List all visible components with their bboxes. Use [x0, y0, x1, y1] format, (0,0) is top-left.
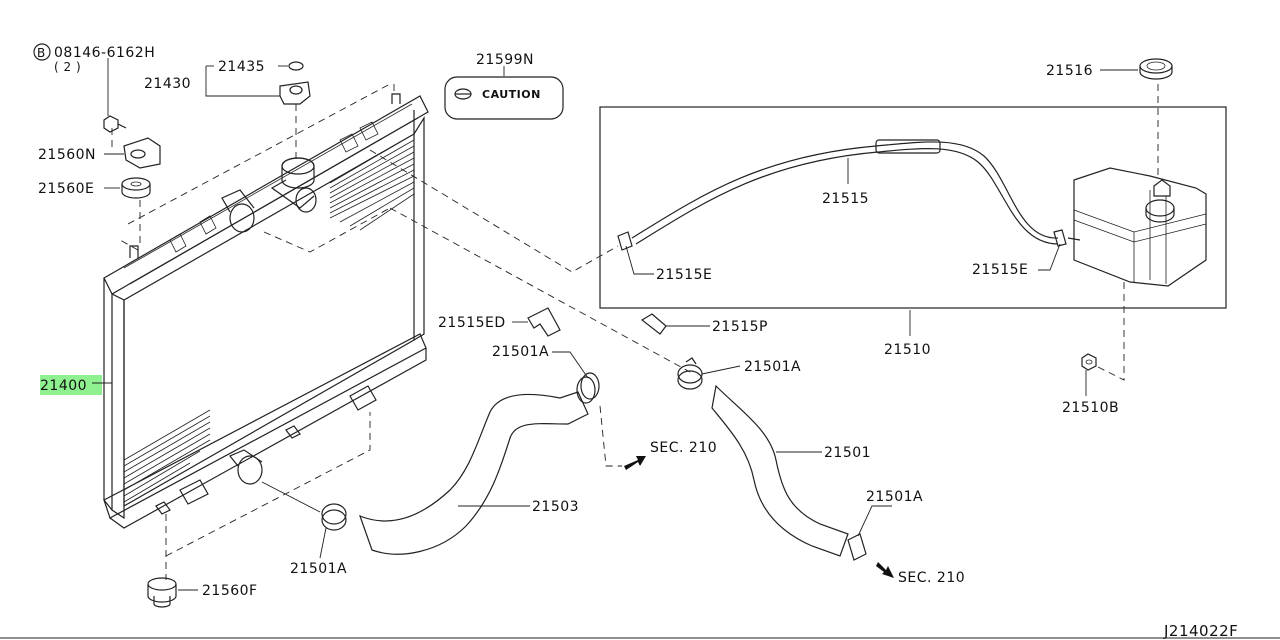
- clamp-21501A-right[interactable]: [847, 533, 867, 561]
- label-21501A-right: 21501A: [866, 489, 923, 505]
- upper-hose-21503[interactable]: [358, 391, 589, 555]
- radiator-core-fins: [123, 133, 415, 503]
- reservoir-kit-box-21510: [599, 106, 1227, 309]
- label-sec210-b: SEC. 210: [898, 570, 965, 586]
- clamp-21501A-low[interactable]: [321, 503, 347, 531]
- label-21501A-top: 21501A: [492, 344, 549, 360]
- label-21515E-right: 21515E: [972, 262, 1028, 278]
- label-21503: 21503: [532, 499, 579, 515]
- label-21501: 21501: [824, 445, 871, 461]
- arrow-to-sec210-a: [624, 456, 646, 470]
- leader-lines: [0, 58, 1280, 639]
- seal-21435[interactable]: [288, 61, 304, 71]
- bracket-21560N[interactable]: [123, 137, 161, 169]
- label-21435: 21435: [218, 59, 265, 75]
- label-21430: 21430: [144, 76, 191, 92]
- reservoir-cap-21516[interactable]: [1139, 58, 1173, 80]
- label-21515ED: 21515ED: [438, 315, 506, 331]
- label-21510B: 21510B: [1062, 400, 1119, 416]
- reservoir-hose-21515[interactable]: [631, 139, 1059, 245]
- arrow-to-sec210-b: [876, 562, 894, 578]
- clamp-21501A-top[interactable]: [576, 372, 600, 404]
- highlight-21400: [40, 375, 102, 395]
- label-21599N: 21599N: [476, 52, 534, 68]
- reservoir-tank[interactable]: [1073, 167, 1207, 287]
- lower-hose-21501[interactable]: [711, 384, 849, 557]
- nut-21510B[interactable]: [1081, 353, 1097, 371]
- mount-21560F[interactable]: [147, 577, 177, 608]
- mount-21560E[interactable]: [121, 177, 151, 199]
- label-21560N: 21560N: [38, 147, 96, 163]
- labels: B 08146-6162H ( 2 ) 21435 21430 21599N 2…: [33, 43, 1238, 640]
- radiator[interactable]: [103, 93, 429, 529]
- bolt-08146-6162H[interactable]: [103, 115, 127, 133]
- diagram-id: J214022F: [1163, 622, 1238, 640]
- label-bolt: 08146-6162H: [54, 45, 155, 61]
- clamp-21501A-mid[interactable]: [677, 357, 703, 390]
- reservoir-cap-21516-mounted: [1145, 179, 1175, 223]
- label-21400: 21400: [40, 378, 87, 394]
- label-21515E-left: 21515E: [656, 267, 712, 283]
- clip-21515ED[interactable]: [527, 307, 561, 337]
- label-21515: 21515: [822, 191, 869, 207]
- caution-text: CAUTION: [482, 88, 541, 101]
- label-21516: 21516: [1046, 63, 1093, 79]
- bolt-prefix: B: [37, 46, 45, 60]
- label-21560E: 21560E: [38, 181, 94, 197]
- clip-21515E-left[interactable]: [617, 231, 633, 251]
- label-21510: 21510: [884, 342, 931, 358]
- assembly-lines: [111, 83, 1159, 580]
- radiator-cap-21430[interactable]: [279, 81, 311, 105]
- label-bolt-qty: ( 2 ): [54, 60, 81, 74]
- label-sec210-a: SEC. 210: [650, 440, 717, 456]
- bolt-prefix-circle: [33, 43, 51, 61]
- label-21501A-mid: 21501A: [744, 359, 801, 375]
- label-21501A-low: 21501A: [290, 561, 347, 577]
- label-21515P: 21515P: [712, 319, 768, 335]
- clip-21515P[interactable]: [640, 313, 667, 335]
- caution-label-21599N[interactable]: CAUTION: [444, 76, 564, 120]
- label-21560F: 21560F: [202, 583, 258, 599]
